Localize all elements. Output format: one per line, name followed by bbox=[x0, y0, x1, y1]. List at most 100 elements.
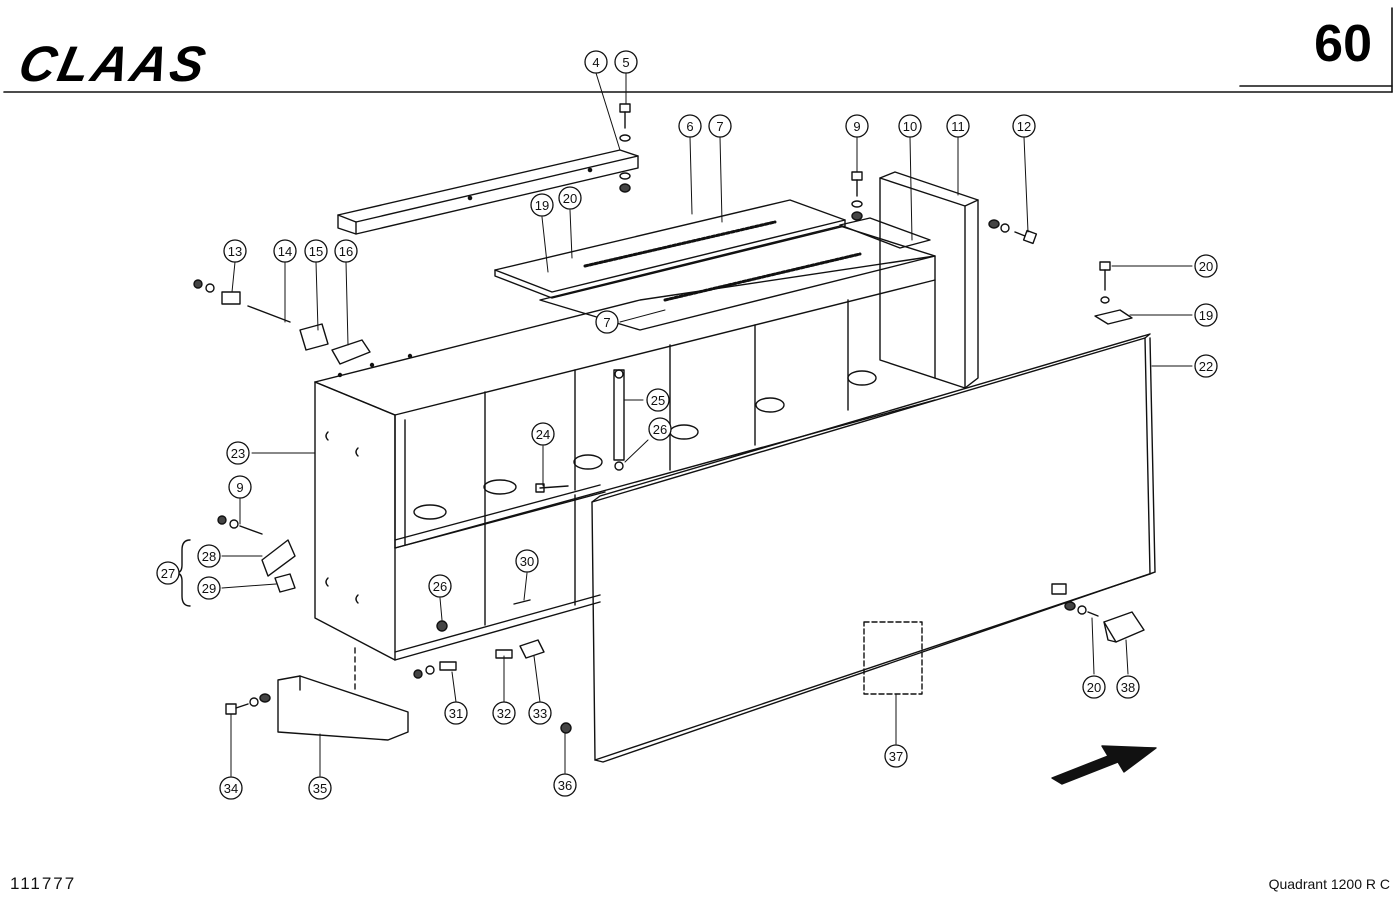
svg-text:34: 34 bbox=[224, 781, 238, 796]
callout-22: 22 bbox=[1194, 354, 1218, 378]
callout-38: 38 bbox=[1116, 675, 1140, 699]
svg-text:26: 26 bbox=[653, 422, 667, 437]
svg-text:20: 20 bbox=[1087, 680, 1101, 695]
callout-13: 13 bbox=[223, 239, 247, 263]
main-box-frame bbox=[314, 255, 936, 661]
svg-text:10: 10 bbox=[903, 119, 917, 134]
svg-text:16: 16 bbox=[339, 244, 353, 259]
gas-strut bbox=[613, 369, 625, 471]
rear-vertical-panel bbox=[879, 171, 979, 389]
bolt-5-stack bbox=[619, 103, 631, 193]
svg-text:36: 36 bbox=[558, 778, 572, 793]
callout-23: 23 bbox=[226, 441, 250, 465]
callout-31: 31 bbox=[444, 701, 468, 725]
svg-text:7: 7 bbox=[603, 315, 610, 330]
callout-4: 4 bbox=[584, 50, 608, 74]
svg-text:7: 7 bbox=[716, 119, 723, 134]
callout-9-top: 9 bbox=[845, 114, 869, 138]
svg-text:37: 37 bbox=[889, 749, 903, 764]
svg-text:22: 22 bbox=[1199, 359, 1213, 374]
svg-text:27: 27 bbox=[161, 566, 175, 581]
grommet bbox=[560, 722, 572, 734]
callout-10: 10 bbox=[898, 114, 922, 138]
left-latch-assembly bbox=[193, 279, 371, 365]
svg-text:26: 26 bbox=[433, 579, 447, 594]
svg-text:23: 23 bbox=[231, 446, 245, 461]
model-name: Quadrant 1200 R C bbox=[1268, 876, 1390, 892]
callout-30: 30 bbox=[515, 549, 539, 573]
callout-25: 25 bbox=[646, 388, 670, 412]
svg-text:19: 19 bbox=[535, 198, 549, 213]
callout-5: 5 bbox=[614, 50, 638, 74]
svg-text:25: 25 bbox=[651, 393, 665, 408]
callout-14: 14 bbox=[273, 239, 297, 263]
callout-11: 11 bbox=[946, 114, 970, 138]
callout-7-top: 7 bbox=[708, 114, 732, 138]
callout-36: 36 bbox=[553, 773, 577, 797]
lower-hardware bbox=[413, 599, 545, 679]
svg-text:20: 20 bbox=[563, 191, 577, 206]
callout-28: 28 bbox=[197, 544, 221, 568]
svg-text:13: 13 bbox=[228, 244, 242, 259]
svg-text:9: 9 bbox=[236, 480, 243, 495]
callout-20-top: 20 bbox=[558, 186, 582, 210]
callout-35: 35 bbox=[308, 776, 332, 800]
document-number: 111777 bbox=[10, 874, 77, 893]
bolt-24 bbox=[535, 483, 569, 493]
svg-text:6: 6 bbox=[686, 119, 693, 134]
callout-20-bottom: 20 bbox=[1082, 675, 1106, 699]
leader-lines bbox=[221, 72, 1193, 777]
svg-text:15: 15 bbox=[309, 244, 323, 259]
svg-text:19: 19 bbox=[1199, 308, 1213, 323]
bolt-9-top-stack bbox=[851, 171, 863, 221]
svg-text:31: 31 bbox=[449, 706, 463, 721]
svg-text:14: 14 bbox=[278, 244, 292, 259]
header-rules bbox=[3, 7, 1393, 93]
svg-text:12: 12 bbox=[1017, 119, 1031, 134]
svg-text:30: 30 bbox=[520, 554, 534, 569]
door-handle bbox=[1051, 583, 1145, 643]
top-right-hinge bbox=[1094, 261, 1133, 325]
svg-text:20: 20 bbox=[1199, 259, 1213, 274]
callout-27: 27 bbox=[156, 561, 180, 585]
callout-7-mid: 7 bbox=[595, 310, 619, 334]
svg-text:33: 33 bbox=[533, 706, 547, 721]
svg-text:24: 24 bbox=[536, 427, 550, 442]
svg-text:35: 35 bbox=[313, 781, 327, 796]
top-angle-bar bbox=[337, 149, 639, 235]
callout-32: 32 bbox=[492, 701, 516, 725]
callout-15: 15 bbox=[304, 239, 328, 263]
svg-text:28: 28 bbox=[202, 549, 216, 564]
label-plate-outline bbox=[863, 621, 923, 695]
callout-26-upper: 26 bbox=[648, 417, 672, 441]
front-door-panel bbox=[591, 333, 1156, 763]
callout-19-right: 19 bbox=[1194, 303, 1218, 327]
callout-16: 16 bbox=[334, 239, 358, 263]
callout-20-right: 20 bbox=[1194, 254, 1218, 278]
svg-text:29: 29 bbox=[202, 581, 216, 596]
callout-34: 34 bbox=[219, 776, 243, 800]
left-bracket-assembly bbox=[175, 515, 296, 607]
callout-6: 6 bbox=[678, 114, 702, 138]
callouts: 4 5 6 7 7 9 9 10 11 12 13 14 15 16 19 19… bbox=[156, 50, 1218, 800]
callout-29: 29 bbox=[197, 576, 221, 600]
svg-text:9: 9 bbox=[853, 119, 860, 134]
callout-26-lower: 26 bbox=[428, 574, 452, 598]
svg-text:32: 32 bbox=[497, 706, 511, 721]
bolt-12-stack bbox=[988, 219, 1038, 245]
svg-text:4: 4 bbox=[592, 55, 599, 70]
page-number: 60 bbox=[1314, 15, 1372, 73]
foot-bracket bbox=[225, 647, 409, 741]
top-cover-plate-rear bbox=[539, 217, 936, 331]
callout-9-left: 9 bbox=[228, 475, 252, 499]
callout-24: 24 bbox=[531, 422, 555, 446]
svg-text:38: 38 bbox=[1121, 680, 1135, 695]
callout-33: 33 bbox=[528, 701, 552, 725]
callout-19-top: 19 bbox=[530, 193, 554, 217]
direction-arrow-icon bbox=[1051, 745, 1157, 785]
callout-37: 37 bbox=[884, 744, 908, 768]
svg-text:5: 5 bbox=[622, 55, 629, 70]
svg-text:11: 11 bbox=[951, 119, 965, 134]
